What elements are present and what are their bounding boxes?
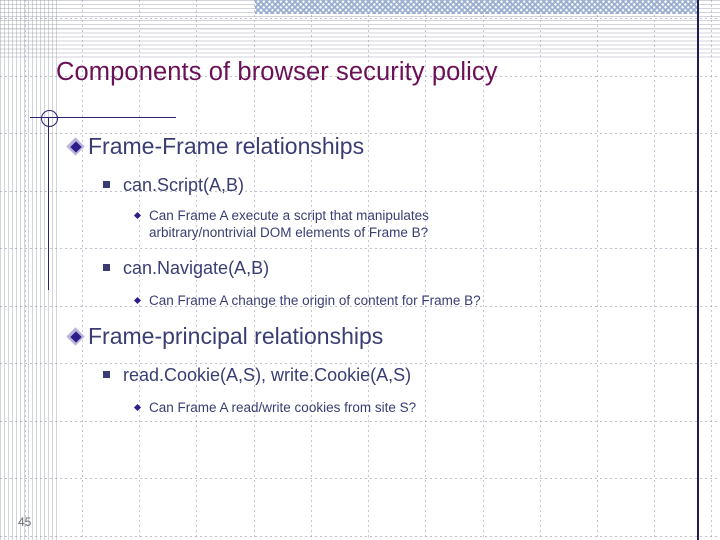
grid-line-vertical — [540, 0, 541, 540]
bullet-level2-cookie-api: read.Cookie(A,S), write.Cookie(A,S) — [103, 365, 411, 386]
bullet-level2-can-script: can.Script(A,B) — [103, 175, 244, 196]
header-texture-band — [255, 0, 697, 14]
grid-line-horizontal — [0, 76, 720, 77]
grid-line-horizontal — [0, 536, 720, 537]
decorative-vertical-rule — [48, 118, 49, 290]
grid-line-vertical — [254, 0, 255, 540]
bullet-level3-can-script-desc: Can Frame A execute a script that manipu… — [133, 207, 605, 242]
right-edge-rule — [697, 0, 699, 540]
bullet-level3-line1: Can Frame A read/write cookies from site… — [149, 400, 417, 415]
grid-line-horizontal — [0, 191, 720, 192]
dot-bullet-icon — [133, 403, 142, 412]
bullet-level1-label: Frame-Frame relationships — [88, 133, 365, 159]
grid-line-vertical — [368, 0, 369, 540]
grid-line-horizontal — [0, 248, 720, 249]
grid-line-vertical — [139, 0, 140, 540]
grid-line-vertical — [654, 0, 655, 540]
grid-line-vertical — [597, 0, 598, 540]
grid-line-vertical — [483, 0, 484, 540]
bullet-level3-line2: arbitrary/nontrivial DOM elements of Fra… — [149, 225, 429, 241]
decorative-circle-icon — [41, 110, 58, 127]
dot-bullet-icon — [133, 211, 142, 220]
grid-line-vertical — [196, 0, 197, 540]
grid-line-vertical — [711, 0, 712, 540]
title-underline-rule — [30, 117, 176, 118]
dot-bullet-icon — [133, 296, 142, 305]
bullet-level3-line1: Can Frame A execute a script that manipu… — [149, 208, 429, 223]
grid-line-vertical — [425, 0, 426, 540]
bullet-level2-label: can.Navigate(A,B) — [123, 258, 270, 278]
grid-line-horizontal — [0, 478, 720, 479]
bullet-level1-frame-frame: Frame-Frame relationships — [68, 133, 364, 159]
slide-number: 45 — [18, 515, 32, 529]
square-bullet-icon — [103, 371, 110, 378]
bullet-level3-can-navigate-desc: Can Frame A change the origin of content… — [133, 292, 481, 309]
bullet-level2-label: can.Script(A,B) — [123, 175, 245, 195]
grid-line-vertical — [82, 0, 83, 540]
diamond-bullet-icon — [68, 139, 85, 156]
square-bullet-icon — [103, 181, 110, 188]
bullet-level3-cookie-desc: Can Frame A read/write cookies from site… — [133, 399, 417, 416]
grid-line-horizontal — [0, 306, 720, 307]
diamond-bullet-icon — [68, 329, 85, 346]
bullet-level3-line1: Can Frame A change the origin of content… — [149, 293, 481, 308]
slide-title: Components of browser security policy — [56, 58, 498, 86]
grid-line-horizontal — [0, 133, 720, 134]
grid-line-horizontal — [0, 18, 720, 19]
bullet-level1-label: Frame-principal relationships — [88, 323, 384, 349]
grid-line-vertical — [25, 0, 26, 540]
bullet-level2-can-navigate: can.Navigate(A,B) — [103, 258, 269, 279]
grid-line-horizontal — [0, 421, 720, 422]
bullet-level1-frame-principal: Frame-principal relationships — [68, 323, 383, 349]
grid-line-horizontal — [0, 363, 720, 364]
grid-line-vertical — [311, 0, 312, 540]
bullet-level2-label: read.Cookie(A,S), write.Cookie(A,S) — [123, 365, 412, 385]
square-bullet-icon — [103, 264, 110, 271]
